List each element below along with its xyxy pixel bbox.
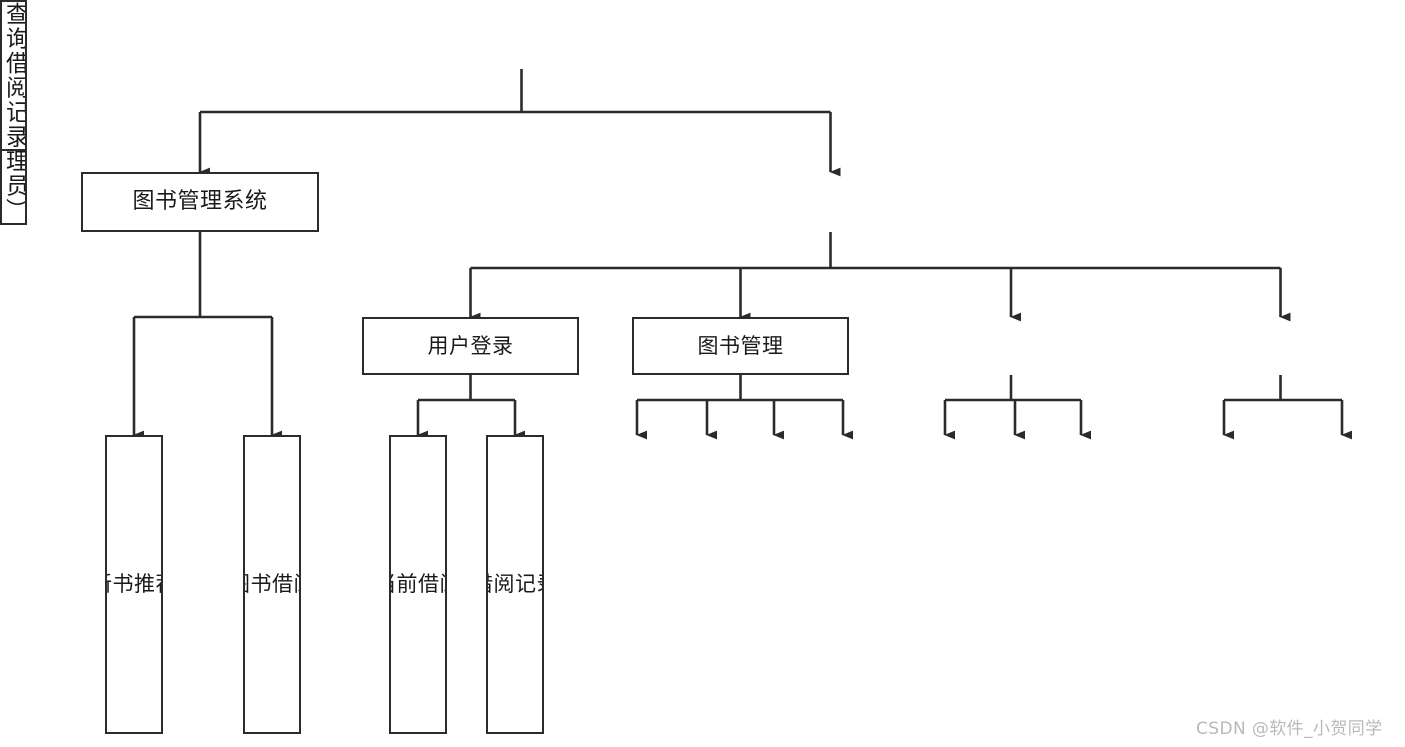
node-root-system[interactable]: 图书管理系统: [81, 172, 319, 232]
node-label: 新书推荐: [107, 572, 161, 597]
node-new-book-recommendation[interactable]: 新书推荐: [105, 435, 163, 734]
node-user-login[interactable]: 用户登录: [362, 317, 579, 375]
node-label: 图书借阅: [245, 572, 299, 597]
node-book-borrowing[interactable]: 图书借阅: [243, 435, 301, 734]
node-current-borrowing[interactable]: 当前借阅: [389, 435, 447, 734]
node-label: 图书管理系统: [132, 189, 268, 215]
csdn-watermark: CSDN @软件_小贺同学: [1196, 719, 1383, 739]
node-label: 查询借阅记录: [1, 2, 28, 149]
node-book-management[interactable]: 图书管理: [632, 317, 849, 375]
edges-group: [132, 69, 1353, 440]
leaf-query-borrow-record[interactable]: 查询借阅记录: [0, 0, 28, 151]
node-label: 用户登录: [427, 333, 514, 358]
node-borrowing-records[interactable]: 借阅记录: [486, 435, 544, 734]
node-label: 借阅记录: [488, 572, 542, 597]
node-label: 当前借阅: [391, 572, 445, 597]
node-label: 图书管理: [697, 333, 784, 358]
